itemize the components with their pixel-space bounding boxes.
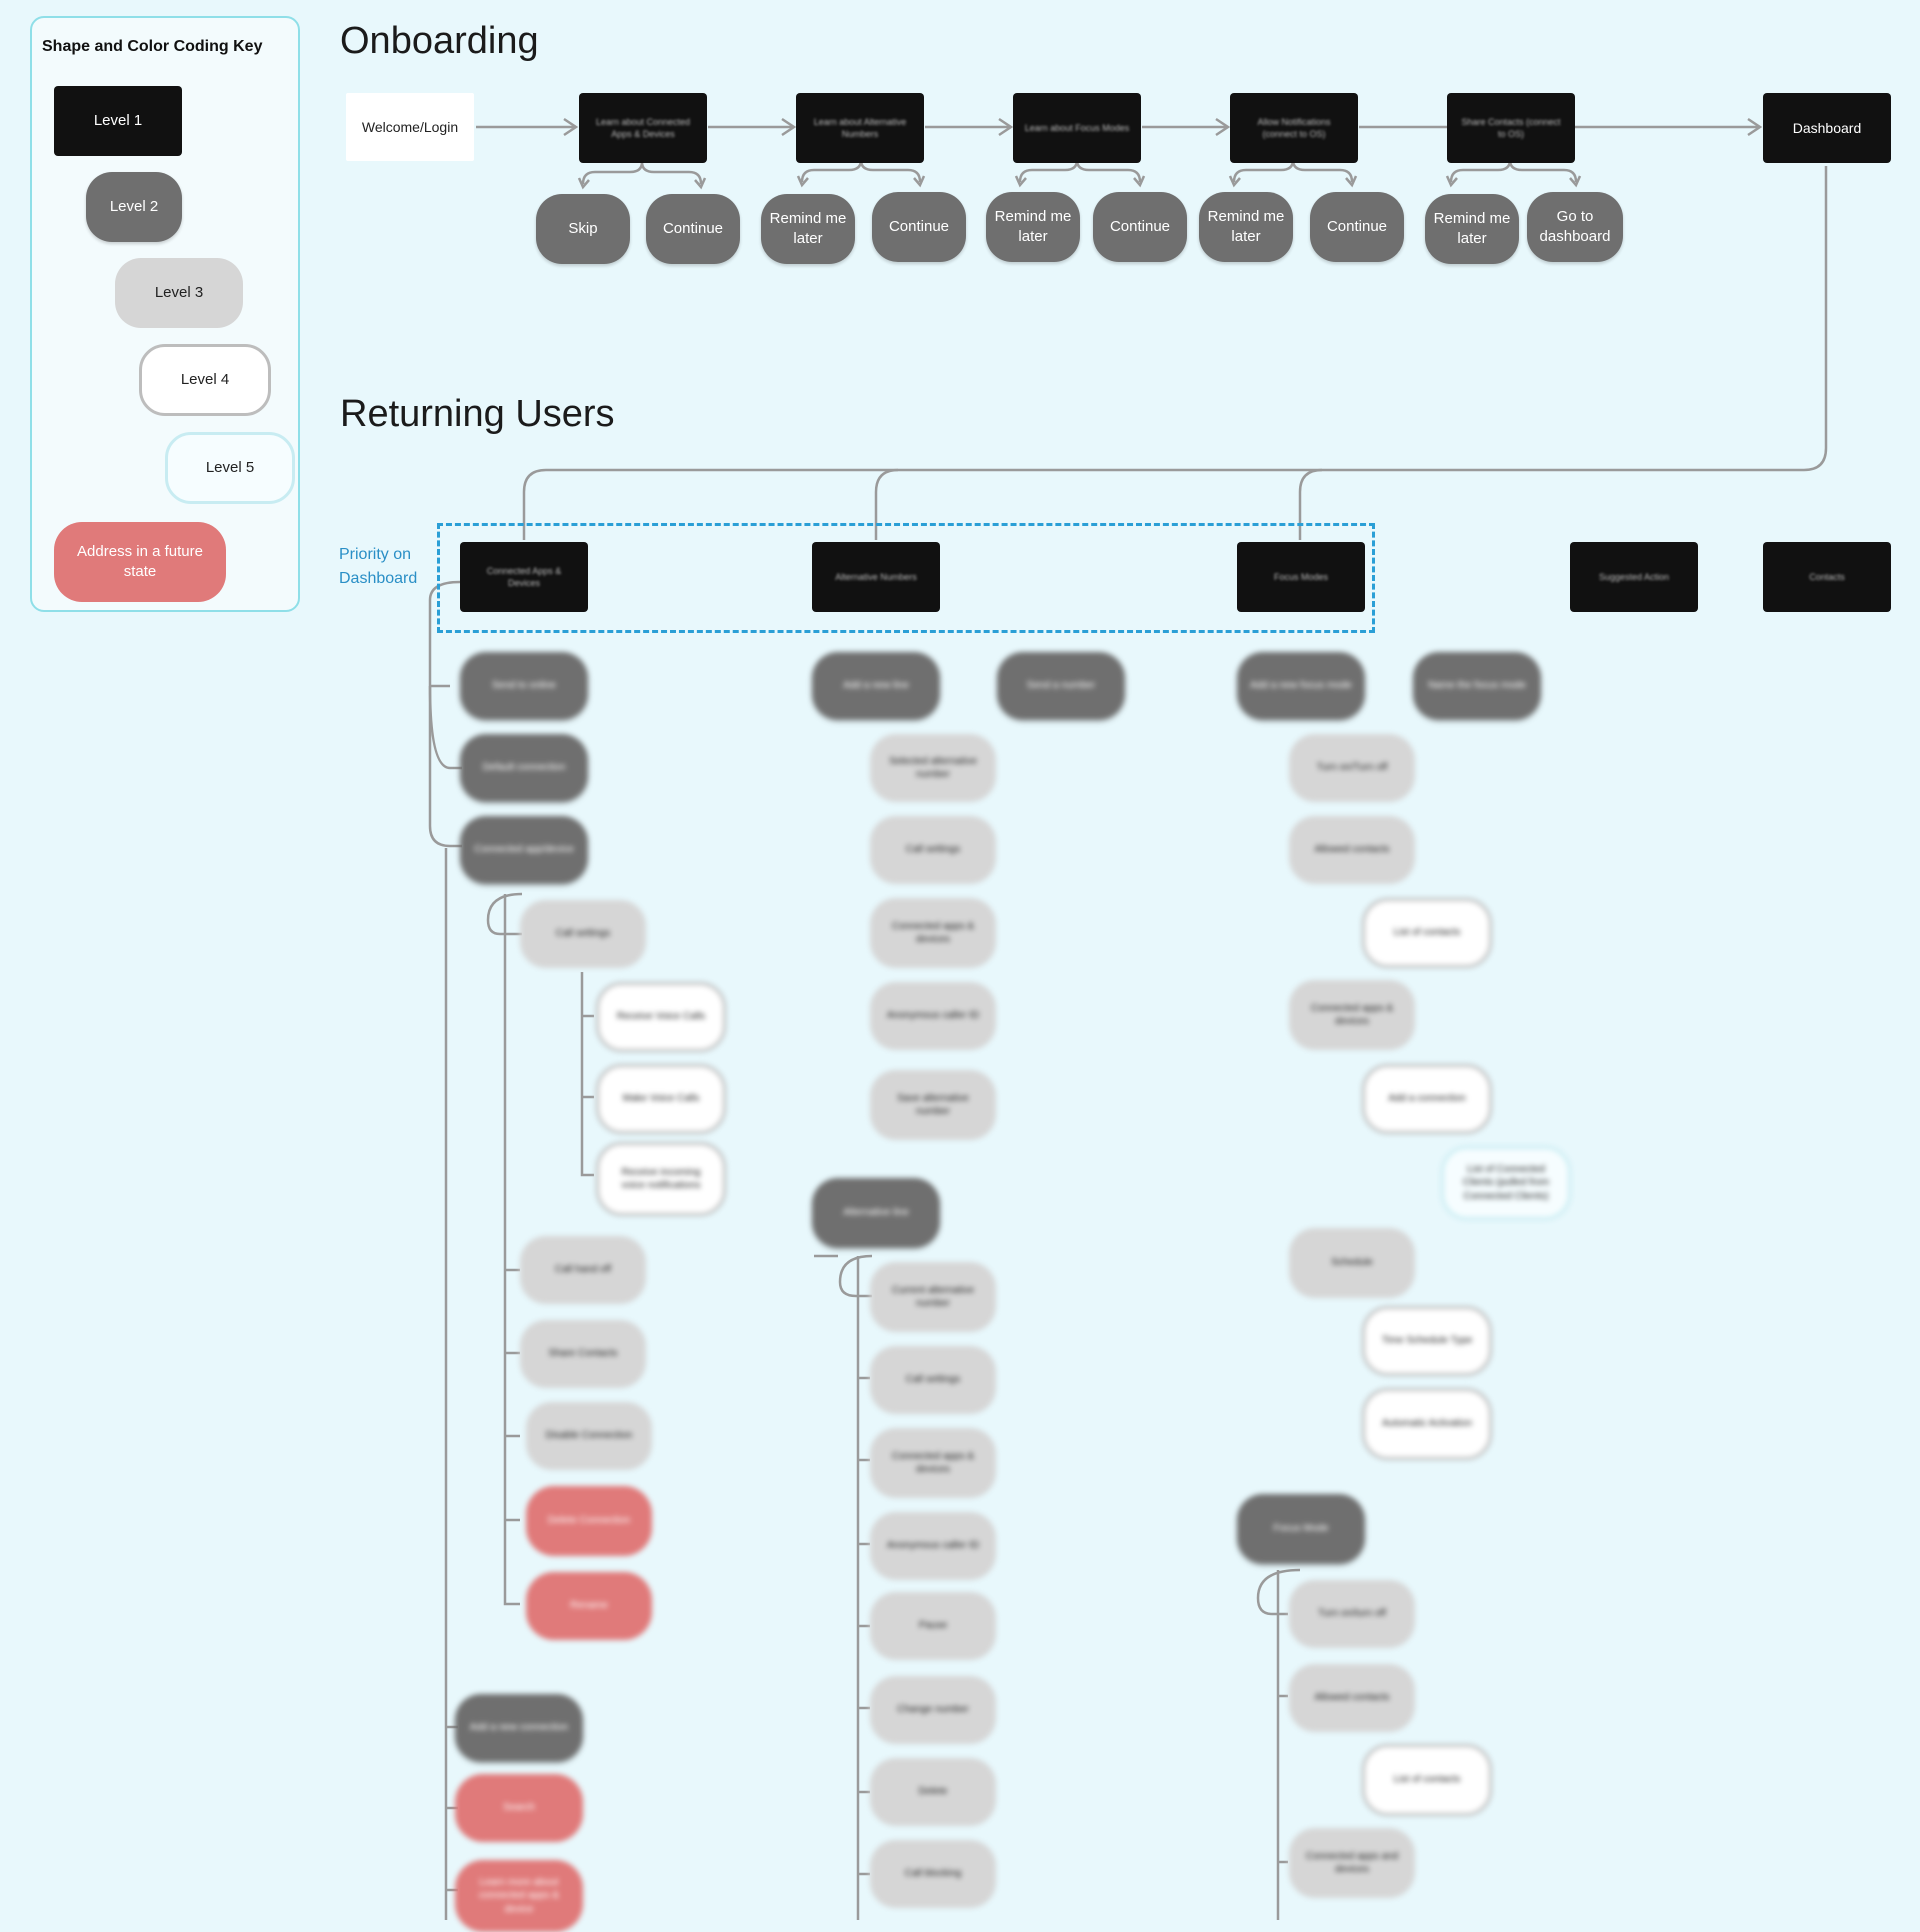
col1-future-4: Learn more about connected apps & device <box>455 1860 583 1932</box>
suggested-action-node: Suggested Action <box>1570 542 1698 612</box>
priority-label: Priority on Dashboard <box>339 546 418 587</box>
dashboard-node: Dashboard <box>1763 93 1891 163</box>
col3-item-b-2: Allowed contacts <box>1289 1664 1415 1732</box>
col1-item-2: Default connection <box>460 734 588 802</box>
col3-add-connection: Add a connection <box>1362 1064 1492 1134</box>
continue-node-2: Continue <box>872 192 966 262</box>
col1-sub-item-3: Disable Connection <box>526 1402 652 1470</box>
remind-later-node-4: Remind me later <box>1425 194 1519 264</box>
key-level-1: Level 1 <box>54 86 182 156</box>
col3-list-contacts-2: List of contacts <box>1362 1744 1492 1816</box>
col1-item-1: Send to online <box>460 652 588 720</box>
col1-sub-item-1: Call hand off <box>520 1236 646 1304</box>
col2-item-a-3: Connected apps & devices <box>870 898 996 968</box>
col2-add-line: Add a new line <box>812 652 940 720</box>
onboarding-step-2: Learn about Alternative Numbers <box>796 93 924 163</box>
col2-item-b-2: Call settings <box>870 1346 996 1414</box>
col3-add-focus-mode: Add a new focus mode <box>1237 652 1365 720</box>
onboarding-heading: Onboarding <box>340 20 539 62</box>
col2-item-a-4: Anonymous caller ID <box>870 982 996 1050</box>
col3-connected-clients: List of Connected Clients (pulled from C… <box>1441 1146 1571 1220</box>
key-level-4: Level 4 <box>139 344 271 416</box>
col3-item-b-1: Turn on/turn off <box>1289 1580 1415 1648</box>
col2-item-b-8: Call blocking <box>870 1840 996 1908</box>
go-to-dashboard-node: Go to dashboard <box>1527 192 1623 262</box>
col1-sub-item-2: Share Contacts <box>520 1320 646 1388</box>
key-level-3: Level 3 <box>115 258 243 328</box>
col1-voice-item-2: Make Voice Calls <box>596 1064 726 1134</box>
focus-modes-node: Focus Modes <box>1237 542 1365 612</box>
skip-node: Skip <box>536 194 630 264</box>
onboarding-step-3: Learn about Focus Modes <box>1013 93 1141 163</box>
col2-item-b-3: Connected apps & devices <box>870 1428 996 1498</box>
col3-item-1: Turn on/Turn off <box>1289 734 1415 802</box>
key-level-5: Level 5 <box>165 432 295 504</box>
key-future-state: Address in a future state <box>54 522 226 602</box>
col1-call-settings: Call settings <box>520 900 646 968</box>
col1-future-3: Search <box>455 1774 583 1842</box>
col3-schedule: Schedule <box>1289 1228 1415 1298</box>
col1-future-2: Rename <box>526 1572 652 1640</box>
contacts-node: Contacts <box>1763 542 1891 612</box>
connected-apps-node: Connected Apps & Devices <box>460 542 588 612</box>
remind-later-node-1: Remind me later <box>761 194 855 264</box>
col1-future-1: Delete Connection <box>526 1486 652 1556</box>
onboarding-step-4: Allow Notifications (connect to OS) <box>1230 93 1358 163</box>
col2-item-b-4: Anonymous caller ID <box>870 1512 996 1580</box>
col1-voice-item-3: Receive incoming voice notifications <box>596 1142 726 1216</box>
col3-automatic-activation: Automatic Activation <box>1362 1388 1492 1460</box>
col3-item-3: Connected apps & devices <box>1289 980 1415 1050</box>
key-level-2: Level 2 <box>86 172 182 242</box>
col2-item-a-5: Save alternative number <box>870 1070 996 1140</box>
remind-later-node-2: Remind me later <box>986 192 1080 262</box>
priority-dashboard-box <box>437 523 1375 633</box>
color-key-panel: Shape and Color Coding Key Level 1 Level… <box>30 16 300 612</box>
continue-node-1: Continue <box>646 194 740 264</box>
col1-add-connection: Add a new connection <box>455 1694 583 1762</box>
col2-item-a-2: Call settings <box>870 816 996 884</box>
welcome-login-node: Welcome/Login <box>346 93 474 161</box>
col2-send-number: Send a number <box>997 652 1125 720</box>
col1-voice-item-1: Receive Voice Calls <box>596 982 726 1052</box>
col2-item-b-7: Delete <box>870 1758 996 1826</box>
continue-node-4: Continue <box>1310 192 1404 262</box>
remind-later-node-3: Remind me later <box>1199 192 1293 262</box>
returning-users-heading: Returning Users <box>340 393 615 435</box>
col3-name-focus-mode: Name the focus mode <box>1413 652 1541 720</box>
col2-alternative-line: Alternative line <box>812 1178 940 1248</box>
col2-item-a-1: Selected alternative number <box>870 734 996 802</box>
col1-item-3: Connected app/device <box>460 816 588 884</box>
col2-item-b-1: Current alternative number <box>870 1262 996 1332</box>
continue-node-3: Continue <box>1093 192 1187 262</box>
col3-item-b-3: Connected apps and devices <box>1289 1828 1415 1898</box>
key-title: Shape and Color Coding Key <box>42 38 263 55</box>
col2-item-b-5: Pause <box>870 1592 996 1660</box>
onboarding-step-5: Share Contacts (connect to OS) <box>1447 93 1575 163</box>
col2-item-b-6: Change number <box>870 1676 996 1744</box>
alternative-numbers-node: Alternative Numbers <box>812 542 940 612</box>
col3-time-schedule-type: Time Schedule Type <box>1362 1306 1492 1376</box>
col3-list-contacts: List of contacts <box>1362 898 1492 968</box>
onboarding-step-1: Learn about Connected Apps & Devices <box>579 93 707 163</box>
col3-item-2: Allowed contacts <box>1289 816 1415 884</box>
col3-focus-mode: Focus Mode <box>1237 1494 1365 1564</box>
